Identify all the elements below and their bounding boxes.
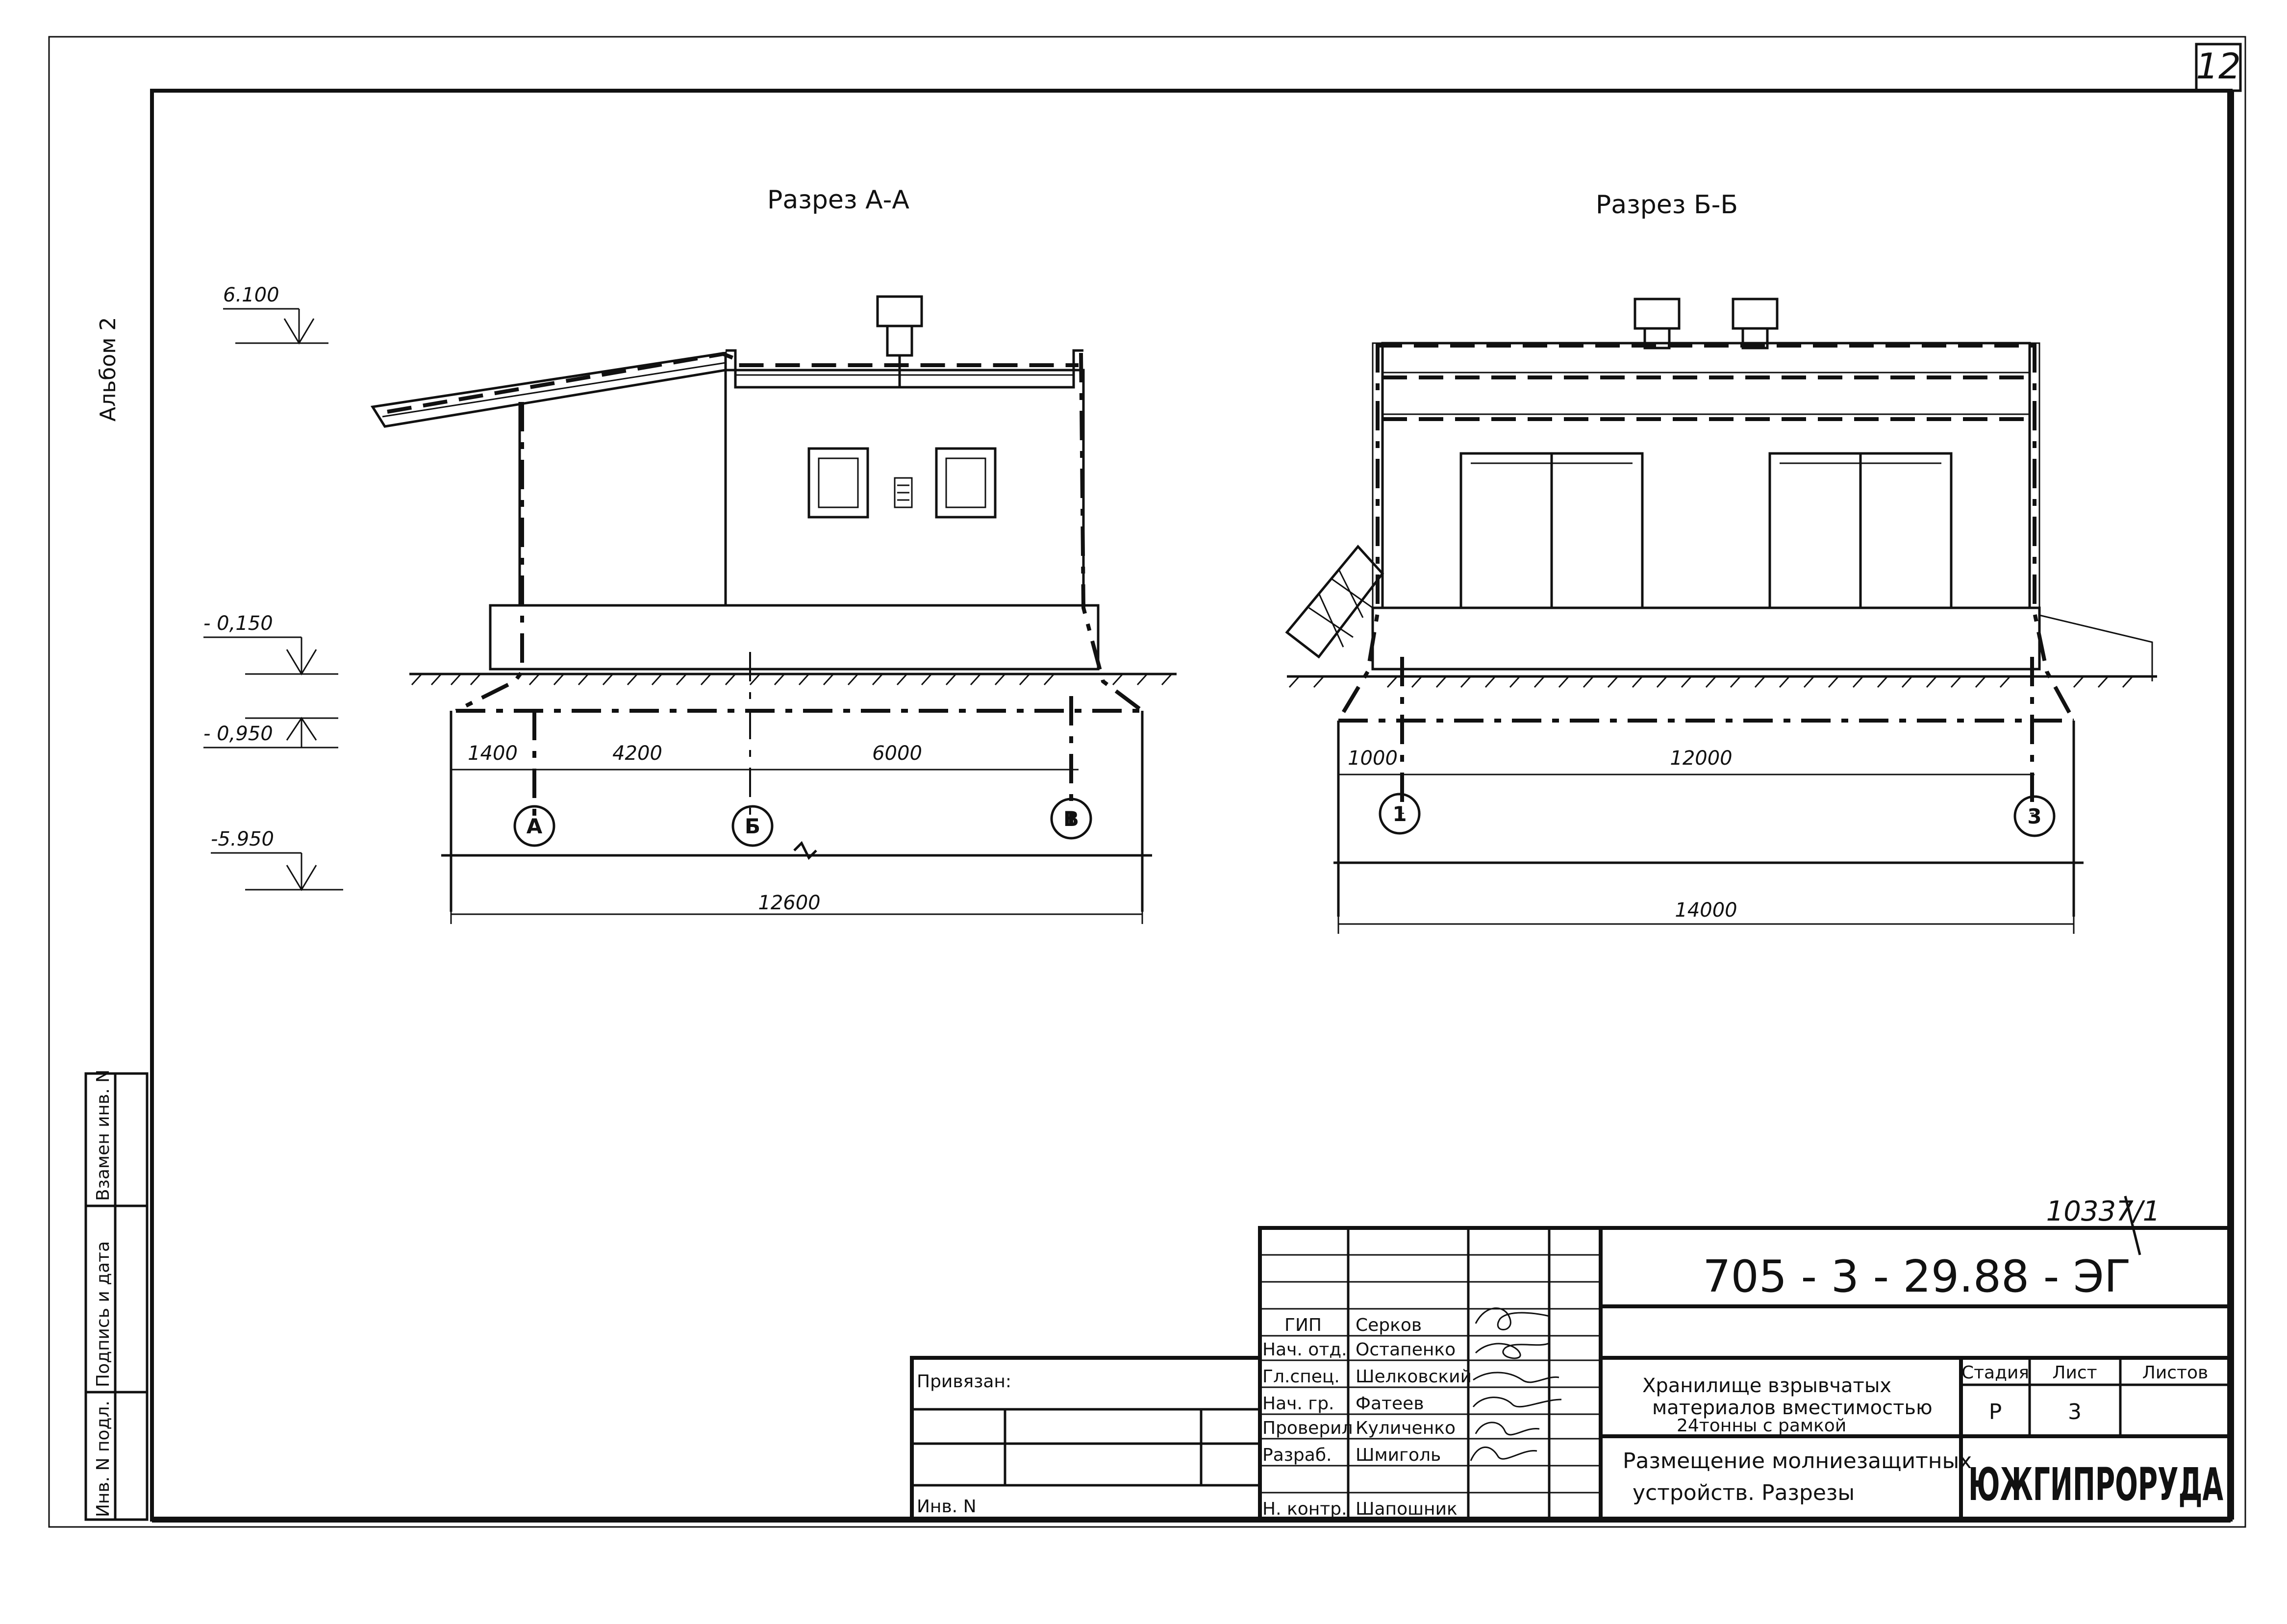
section-a-title: Разрез А-А (767, 185, 909, 215)
level-mark-6100: 6.100 (223, 284, 328, 345)
side-stamp-replace-inv: Взамен инв. N (93, 1070, 113, 1201)
svg-text:Б: Б (745, 814, 760, 838)
role-proveril: Проверил (1262, 1418, 1353, 1438)
svg-text:В: В (1063, 807, 1079, 831)
sheet-frame (48, 36, 2246, 1528)
role-razrab: Разраб. (1262, 1445, 1332, 1465)
object-name-line-3: 24тонны с рамкой (1677, 1416, 1846, 1436)
sheet-label: Лист (2052, 1363, 2097, 1383)
level-mark-minus-5950: -5.950 (211, 828, 343, 891)
dim-b-total: 14000 (1675, 899, 1737, 922)
page-number-box: 12 (2195, 43, 2242, 92)
name-shmigol: Шмиголь (1356, 1445, 1441, 1465)
dim-b-1000: 1000 (1348, 747, 1398, 770)
name-serkov: Серков (1356, 1315, 1422, 1335)
axis-marker-v: В (1050, 798, 1092, 840)
stage-label: Стадия (1961, 1363, 2029, 1383)
svg-text:-5.950: -5.950 (211, 828, 274, 850)
svg-text:1: 1 (1392, 802, 1407, 826)
axis-marker-b: Б (731, 805, 774, 847)
building-a (370, 295, 1100, 671)
role-nach-gr: Нач. гр. (1262, 1394, 1334, 1414)
organization-name: ЮЖГИПРОРУДА (1968, 1458, 2223, 1511)
svg-text:- 0,950: - 0,950 (203, 723, 273, 745)
signatures (1470, 1307, 1562, 1461)
name-fateev: Фатеев (1356, 1394, 1424, 1414)
lightning-conductor-b (1336, 343, 2076, 917)
axis-marker-a: А (513, 805, 555, 847)
role-gl-spec: Гл.спец. (1262, 1367, 1340, 1387)
object-name-line-1: Хранилище взрывчатых (1642, 1374, 1891, 1397)
dim-b-12000: 12000 (1670, 747, 1732, 770)
dim-a-4200: 4200 (612, 742, 662, 765)
axis-marker-1: 1 (1379, 793, 1421, 835)
stage-value: Р (1989, 1399, 2002, 1424)
title-block: Привязан: Инв. N ГИП Нач. отд. Гл.спец. … (910, 1226, 2233, 1522)
album-label: Альбом 2 (96, 317, 121, 422)
lightning-conductor-a (387, 351, 1144, 912)
name-ostapenko: Остапенко (1356, 1340, 1456, 1360)
level-mark-minus-0150: - 0,150 (203, 612, 338, 675)
ground-line-a (409, 673, 1177, 686)
axis-marker-3: 3 (2013, 795, 2056, 837)
ground-line-b (1287, 675, 2157, 688)
dimensions-a: 1400 4200 6000 12600 (441, 652, 1152, 924)
inv-label: Инв. N (917, 1497, 977, 1517)
inventory-mark: 10337/1 (2046, 1196, 2161, 1227)
name-shelkovsky: Шелковский (1356, 1367, 1472, 1387)
svg-text:А: А (527, 814, 543, 838)
section-b-b: Разрез Б-Б (1285, 190, 2157, 934)
attached-label: Привязан: (917, 1372, 1011, 1392)
dim-a-6000: 6000 (872, 742, 922, 765)
role-n-kontr: Н. контр. (1262, 1499, 1347, 1519)
role-gip: ГИП (1284, 1315, 1322, 1335)
dim-a-1400: 1400 (468, 742, 518, 765)
svg-text:- 0,150: - 0,150 (203, 612, 273, 635)
section-b-title: Разрез Б-Б (1596, 190, 1738, 220)
sheet-value: 3 (2068, 1399, 2082, 1424)
sheet-title-line-2: устройств. Разрезы (1633, 1480, 1855, 1505)
level-mark-minus-0950: - 0,950 (203, 717, 338, 749)
sheets-label: Листов (2142, 1363, 2208, 1383)
page-number: 12 (2196, 46, 2241, 87)
building-b (1285, 298, 2153, 681)
name-shaposhnik: Шапошник (1356, 1499, 1458, 1519)
dimensions-b: 1000 12000 14000 (1333, 657, 2084, 934)
svg-text:3: 3 (2027, 804, 2041, 828)
document-code: 705 - 3 - 29.88 - ЭГ (1703, 1251, 2131, 1302)
dim-a-total: 12600 (758, 892, 820, 914)
sheet-title-line-1: Размещение молниезащитных (1623, 1449, 1972, 1474)
side-stamp: Инв. N подл. Подпись и дата Взамен инв. … (84, 1070, 149, 1521)
name-kulichenko: Куличенко (1356, 1418, 1456, 1438)
side-stamp-signature-date: Подпись и дата (93, 1241, 113, 1387)
object-name-line-2: материалов вместимостью (1652, 1397, 1933, 1419)
role-nach-otd: Нач. отд. (1262, 1340, 1347, 1360)
svg-text:6.100: 6.100 (223, 284, 279, 306)
side-stamp-inv-original: Инв. N подл. (93, 1400, 113, 1517)
section-a-a: Разрез А-А 6.100 - 0,150 - 0,950 -5.950 (203, 185, 1177, 924)
